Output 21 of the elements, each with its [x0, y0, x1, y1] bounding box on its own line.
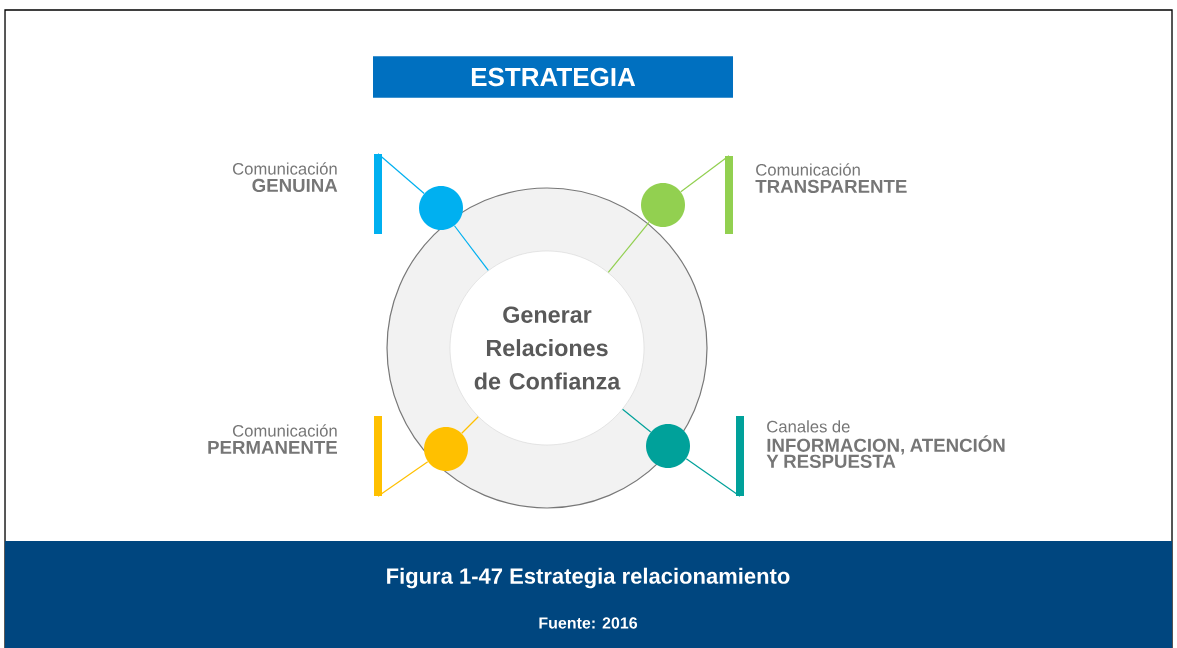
bar — [374, 416, 382, 496]
dot — [419, 186, 463, 230]
bar — [725, 156, 733, 234]
title-banner: ESTRATEGIA — [373, 56, 733, 98]
side-label: Comunicación GENUINA — [232, 162, 338, 193]
connector-line — [622, 408, 652, 433]
source-note: Fuente: 2016 — [539, 617, 638, 629]
caption: Figura 1-47 Estrategia relacionamiento — [387, 567, 790, 589]
connector-line — [607, 221, 650, 274]
connector-line — [377, 461, 429, 497]
bar — [736, 416, 744, 496]
bar — [374, 154, 382, 234]
dot — [641, 183, 685, 227]
side-label: Comunicación TRANSPARENTE — [755, 163, 907, 194]
side-label: Comunicación PERMANENTE — [208, 424, 337, 454]
connector-line — [453, 225, 489, 272]
connector-line — [377, 153, 425, 195]
connector-line — [680, 155, 730, 193]
connector-line — [685, 458, 741, 497]
connector-line — [461, 416, 479, 434]
side-label: Canales de INFORMACION, ATENCIÓN Y RESPUESTA — [766, 420, 1005, 468]
